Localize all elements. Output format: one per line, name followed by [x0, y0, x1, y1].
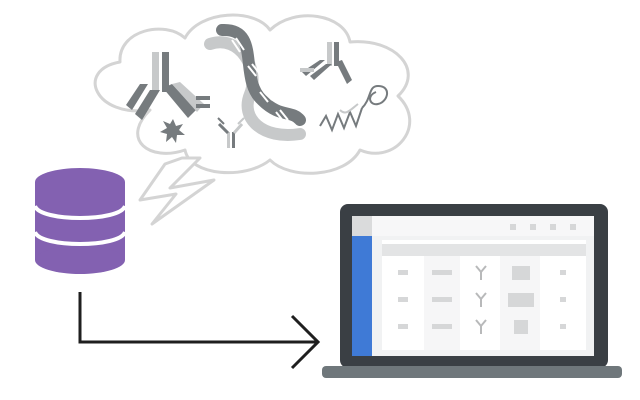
lightning-bolt-icon: [138, 156, 216, 226]
arrow-right-icon: [78, 292, 321, 370]
molecule-star-icon: [160, 119, 185, 143]
antibody-icon: [126, 52, 210, 120]
antibody-icon: [300, 42, 352, 84]
dna-helix-icon: [204, 24, 306, 141]
database-icon: [33, 168, 127, 274]
protein-coil-icon: [319, 84, 388, 133]
antibody-icon: [217, 117, 245, 148]
laptop-icon: [322, 204, 622, 378]
